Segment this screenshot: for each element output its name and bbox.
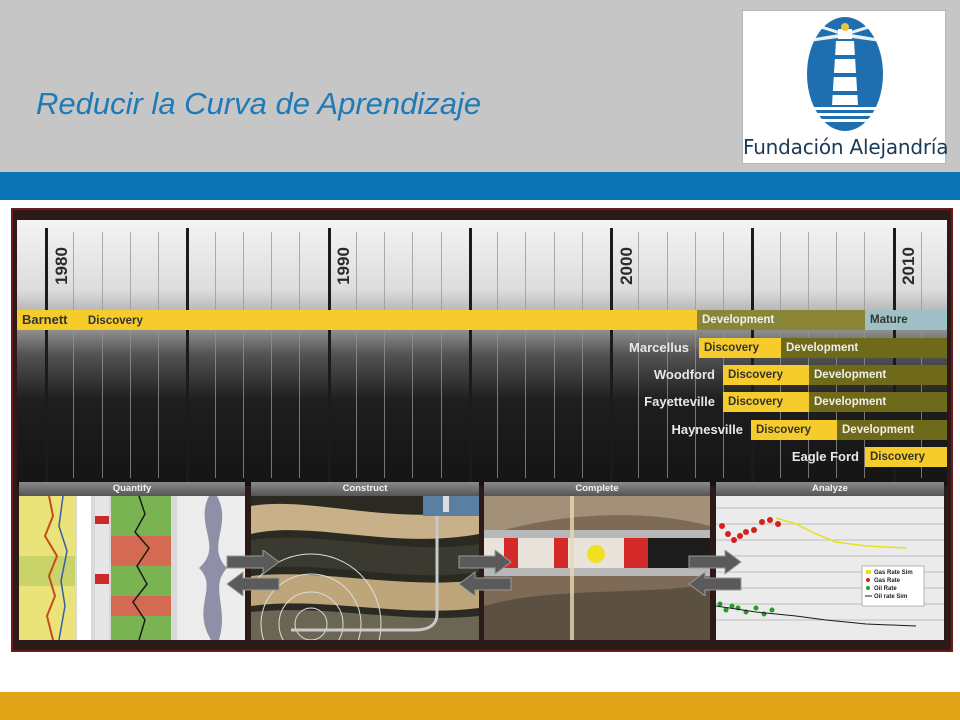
grid-line (158, 232, 159, 478)
slide-title: Reducir la Curva de Aprendizaje (36, 86, 482, 121)
grid-line (243, 232, 244, 478)
grid-line (356, 232, 357, 478)
legend-oil-rate-sim: Oil rate Sim (874, 594, 907, 600)
haynesville-development-bar: Development (837, 420, 947, 440)
grid-line (186, 228, 189, 482)
grid-line (497, 232, 498, 478)
grid-line (412, 232, 413, 478)
shale-plays-timeline: 1980 1990 2000 2010 Barnett Discovery De… (17, 220, 947, 486)
barnett-mature-bar: Mature (865, 310, 947, 330)
grid-line (215, 232, 216, 478)
complete-header: Complete (484, 482, 710, 496)
slide-header: Reducir la Curva de Aprendizaje F (0, 0, 960, 172)
marcellus-discovery-bar: Discovery (699, 338, 781, 358)
woodford-development-label: Development (814, 369, 887, 381)
year-label-2010: 2010 (899, 247, 918, 285)
construct-header: Construct (251, 482, 479, 496)
logo: Fundación Alejandría (742, 10, 949, 164)
haynesville-discovery-bar: Discovery (751, 420, 837, 440)
grid-line (554, 232, 555, 478)
grid-line (695, 232, 696, 478)
haynesville-development-label: Development (842, 424, 915, 436)
legend-oil-rate: Oil Rate (874, 586, 897, 592)
arrow-icon (226, 550, 280, 596)
barnett-discovery-bar: Barnett Discovery (17, 310, 697, 330)
analyze-header: Analyze (716, 482, 944, 496)
grid-line (582, 232, 583, 478)
production-plot: Gas Rate Sim Gas Rate Oil Rate Oil rate … (716, 496, 944, 640)
grid-line (102, 232, 103, 478)
play-name-woodford: Woodford (653, 367, 715, 382)
grid-line (667, 232, 668, 478)
grid-line (525, 232, 526, 478)
gold-band (0, 692, 960, 720)
completion-tool-image (484, 496, 710, 640)
fayetteville-discovery-bar: Discovery (723, 392, 809, 412)
complete-panel: Complete (484, 482, 710, 640)
quantify-header: Quantify (19, 482, 245, 496)
marcellus-development-bar: Development (781, 338, 947, 358)
blue-band (0, 172, 960, 200)
grid-line (638, 232, 639, 478)
marcellus-development-label: Development (786, 342, 859, 354)
play-name-fayetteville: Fayetteville (644, 394, 715, 409)
legend-gas-rate: Gas Rate (874, 578, 901, 584)
play-name-haynesville: Haynesville (671, 422, 743, 437)
grid-line (130, 232, 131, 478)
year-line-1980 (45, 228, 48, 482)
logo-text: Fundación Alejandría (743, 135, 949, 159)
fayetteville-development-bar: Development (809, 392, 947, 412)
grid-line (441, 232, 442, 478)
eagle-ford-discovery-bar: Discovery (865, 447, 947, 467)
grid-line (299, 232, 300, 478)
barnett-development-bar: Development (697, 310, 865, 330)
year-line-1990 (328, 228, 331, 482)
fayetteville-discovery-label: Discovery (728, 396, 783, 408)
quantify-panel: Quantify (19, 482, 245, 640)
arrow-icon (688, 550, 742, 596)
woodford-discovery-bar: Discovery (723, 365, 809, 385)
eagle-ford-discovery-label: Discovery (870, 451, 925, 463)
grid-line (73, 232, 74, 478)
legend-gas-rate-sim: Gas Rate Sim (874, 570, 913, 576)
barnett-development-label: Development (702, 314, 775, 326)
play-name-barnett: Barnett (22, 312, 68, 327)
grid-line (271, 232, 272, 478)
woodford-development-bar: Development (809, 365, 947, 385)
well-log-image (19, 496, 245, 640)
grid-line (384, 232, 385, 478)
construct-panel: Construct (251, 482, 479, 640)
grid-line (469, 228, 472, 482)
horizontal-well-image (251, 496, 479, 640)
barnett-mature-label: Mature (870, 314, 908, 326)
year-line-2000 (610, 228, 613, 482)
barnett-discovery-label: Discovery (87, 315, 143, 327)
play-name-eagle-ford: Eagle Ford (791, 449, 859, 464)
woodford-discovery-label: Discovery (728, 369, 783, 381)
analyze-panel: Analyze (716, 482, 944, 640)
year-label-1990: 1990 (334, 247, 353, 285)
lighthouse-icon (807, 17, 883, 131)
fayetteville-development-label: Development (814, 396, 887, 408)
marcellus-discovery-label: Discovery (704, 342, 759, 354)
play-name-marcellus: Marcellus (629, 340, 689, 355)
arrow-icon (458, 550, 512, 596)
haynesville-discovery-label: Discovery (756, 424, 811, 436)
learning-curve-figure: 1980 1990 2000 2010 Barnett Discovery De… (11, 208, 953, 652)
year-label-1980: 1980 (52, 247, 71, 285)
year-label-2000: 2000 (617, 247, 636, 285)
